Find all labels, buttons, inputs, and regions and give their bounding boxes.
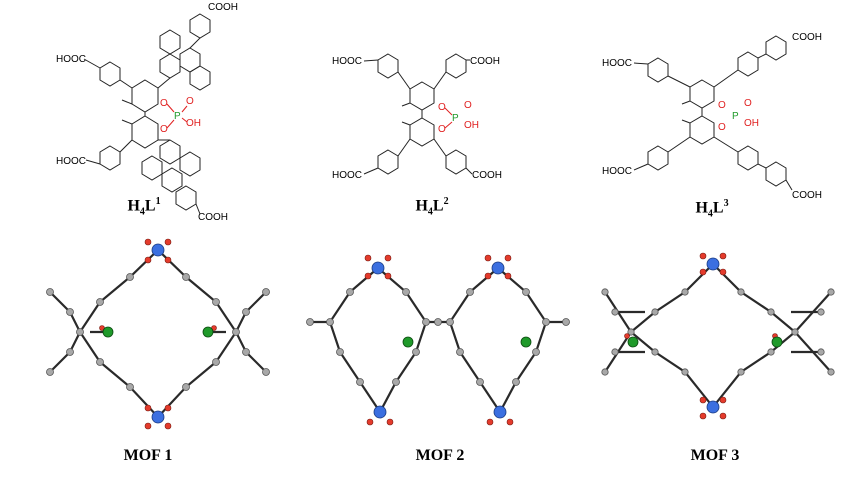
mof-3-metal-bottom [706, 400, 720, 414]
mof-3-phosphorus-right [771, 336, 783, 348]
ligand-3-panel: COOH HOOC O O P O OH HOOC COOH H4L3 [600, 20, 840, 220]
ligand-2-o-lower: O [438, 124, 446, 135]
ligand-2-label: H4L2 [415, 196, 449, 218]
ligand-1-p: P [174, 111, 181, 122]
ligand-2-p-oh: OH [464, 120, 479, 131]
mof-2-oxygen-atoms [364, 254, 514, 426]
ligand-1-cooh-top: COOH [208, 2, 238, 13]
mof-3-panel: MOF 3 [595, 232, 845, 480]
mof-3-carbon-atoms [601, 288, 835, 376]
mof-2-panel: MOF 2 [300, 232, 580, 480]
mof-2-metal-top-right [491, 261, 505, 275]
ligand-2-cooh-top: COOH [470, 56, 500, 67]
mof-2-structure [306, 254, 570, 426]
mof-2-carbon-atoms [306, 288, 570, 386]
ligand-1-p-o: O [186, 96, 194, 107]
mof-1-metal-bottom [151, 410, 165, 424]
mof-3-label: MOF 3 [690, 447, 740, 464]
ligand-2-structure: HOOC COOH O O P O OH HOOC COOH [332, 53, 502, 181]
ligand-3-p-oh: OH [744, 118, 759, 129]
mof-3-phosphorus-left [627, 336, 639, 348]
mof-1-structure [46, 238, 270, 430]
mof-2-metal-bottom-right [493, 405, 507, 419]
ligand-3-cooh-top: COOH [792, 32, 822, 43]
ligand-1-hooc-bottom: HOOC [56, 156, 86, 167]
ligand-3-hooc-top: HOOC [602, 58, 632, 69]
mof-3-metal-top [706, 257, 720, 271]
ligand-1-o-upper: O [160, 98, 168, 109]
ligand-1-structure: COOH HOOC O O P O OH HOOC [56, 2, 238, 223]
mof-2-phosphorus-left [402, 336, 414, 348]
mof-2-phosphorus-right [520, 336, 532, 348]
ligand-2-panel: HOOC COOH O O P O OH HOOC COOH H4L2 [330, 40, 530, 220]
ligand-2-o-upper: O [438, 102, 446, 113]
ligand-1-cooh-bottom: COOH [198, 212, 228, 223]
mof-1-panel: MOF 1 [30, 232, 280, 480]
mof-2-metal-bottom-left [373, 405, 387, 419]
mof-3-structure [601, 252, 835, 420]
ligand-1-panel: COOH HOOC O O P O OH HOOC [40, 0, 270, 225]
mof-1-label: MOF 1 [123, 447, 173, 464]
ligand-2-p-o: O [464, 100, 472, 111]
mof-1-carbon-atoms [46, 273, 270, 391]
ligand-3-o-upper: O [718, 100, 726, 111]
ligand-3-label: H4L3 [695, 198, 729, 220]
ligand-1-o-lower: O [160, 124, 168, 135]
ligand-2-p: P [452, 113, 459, 124]
ligand-1-label: H4L1 [127, 196, 161, 218]
ligand-2-hooc-top: HOOC [332, 56, 362, 67]
ligand-3-p: P [732, 111, 739, 122]
mof-2-metal-top-left [371, 261, 385, 275]
mof-1-metal-top [151, 243, 165, 257]
mof-1-phosphorus-right [202, 326, 214, 338]
ligand-3-o-lower: O [718, 122, 726, 133]
ligand-3-cooh-bottom: COOH [792, 190, 822, 201]
ligand-3-p-o: O [744, 98, 752, 109]
ligand-1-p-oh: OH [186, 118, 201, 129]
ligand-2-hooc-bottom: HOOC [332, 170, 362, 181]
ligand-3-hooc-bottom: HOOC [602, 166, 632, 177]
mof-1-oxygen-atoms [99, 238, 217, 430]
ligand-2-cooh-bottom: COOH [472, 170, 502, 181]
ligand-3-structure: COOH HOOC O O P O OH HOOC COOH [602, 32, 822, 201]
mof-2-label: MOF 2 [415, 447, 465, 464]
mof-1-phosphorus-left [102, 326, 114, 338]
mof-3-oxygen-atoms [624, 252, 778, 420]
ligand-1-hooc-top: HOOC [56, 54, 86, 65]
